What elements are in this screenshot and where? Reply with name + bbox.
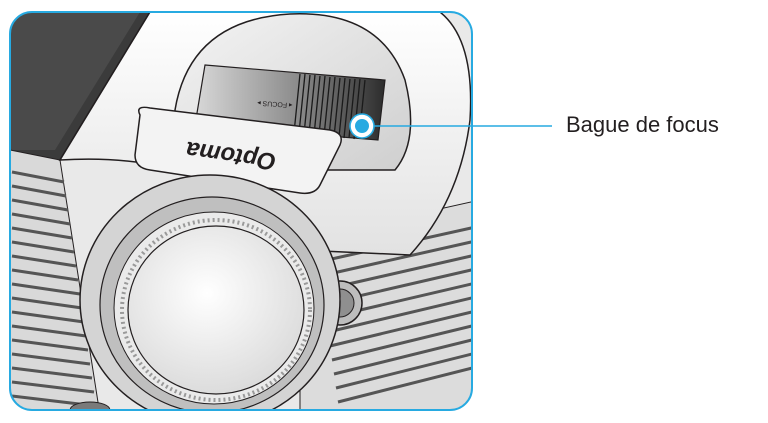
focus-ring-label: Bague de focus [566,112,719,137]
lens [127,225,305,395]
focus-engraving: ◂ FOCUS ▸ [257,99,293,108]
image-frame [9,11,473,411]
callout-dot [355,119,369,133]
adjustable-foot [69,401,111,410]
projector-body: ◂ FOCUS ▸ Optoma [10,12,472,410]
focus-callout [349,113,552,139]
left-vent-grille [10,149,101,410]
logo-plate: Optoma [134,106,342,195]
lens-assembly [79,174,341,410]
